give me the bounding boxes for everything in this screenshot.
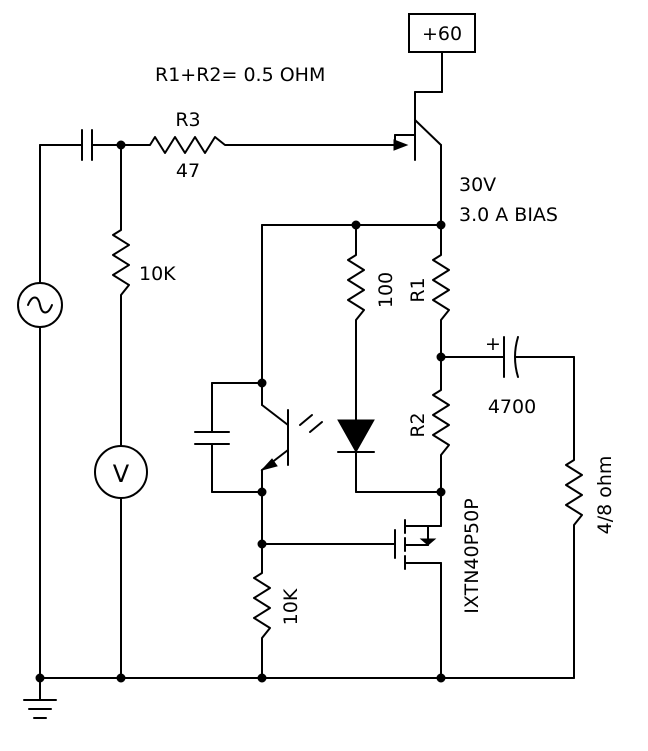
supply-terminal: +60	[408, 13, 476, 93]
resistor-10k-lower: 10K	[253, 543, 302, 679]
r-100-value: 100	[375, 272, 397, 308]
voltmeter-symbol: V	[113, 460, 130, 488]
bias-note: 3.0 A BIAS	[459, 204, 558, 226]
output-transistor	[394, 91, 442, 226]
cap-value: 4700	[488, 396, 536, 418]
mosfet: IXTN40P50P	[394, 491, 483, 679]
output-capacitor: + 4700	[440, 333, 575, 418]
input-coupling-capacitor	[39, 129, 146, 161]
ground-icon	[23, 677, 57, 719]
resistor-r3: R3 47	[144, 109, 409, 182]
load-resistor: 4/8 ohm	[565, 356, 616, 679]
bias-capacitor	[194, 382, 263, 493]
ground-rail	[35, 673, 575, 683]
resistance-note: R1+R2= 0.5 OHM	[155, 64, 325, 86]
resistor-r1: R1	[407, 224, 450, 358]
cap-polarity: +	[485, 333, 501, 355]
resistor-100: 100	[347, 224, 397, 421]
load-value: 4/8 ohm	[594, 456, 616, 535]
phototransistor	[257, 224, 323, 497]
resistor-10k-input: 10K	[112, 140, 176, 446]
voltage-note: 30V	[459, 174, 496, 196]
r1-name: R1	[407, 277, 429, 302]
ac-source	[17, 144, 63, 679]
mosfet-part: IXTN40P50P	[461, 498, 483, 613]
r-10k-lower-value: 10K	[280, 588, 302, 625]
r3-name: R3	[175, 109, 200, 131]
led-diode	[337, 419, 442, 493]
resistor-r2: R2	[407, 356, 450, 493]
r-10k-input-value: 10K	[139, 263, 176, 285]
r2-name: R2	[407, 412, 429, 437]
r3-value: 47	[176, 160, 200, 182]
voltmeter: V	[94, 445, 148, 679]
supply-label: +60	[422, 23, 462, 45]
